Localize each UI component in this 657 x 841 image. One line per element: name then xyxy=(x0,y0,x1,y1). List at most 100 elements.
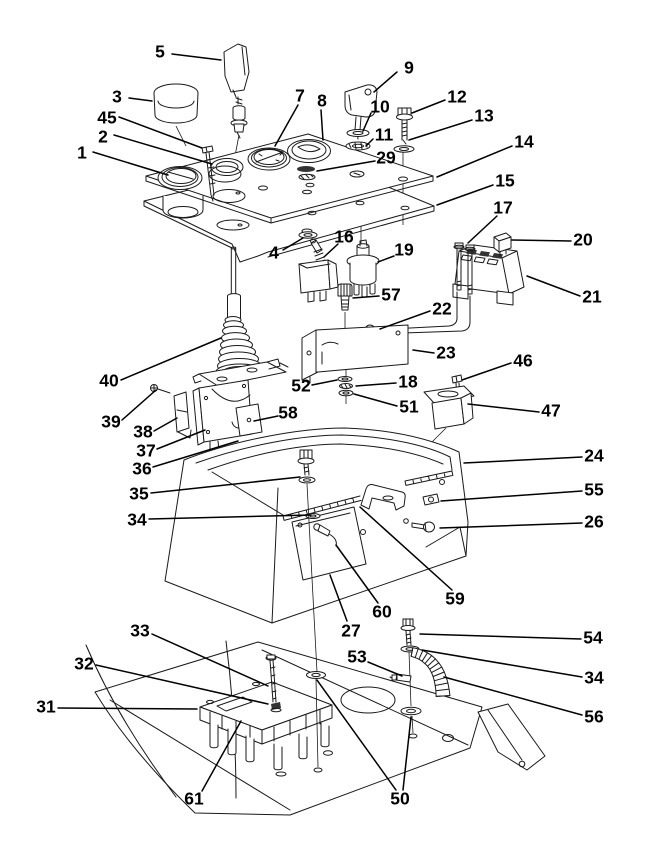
washers-29 xyxy=(297,166,316,195)
leader-line-32 xyxy=(95,664,269,705)
leader-line-7 xyxy=(274,104,299,147)
leader-line-35 xyxy=(150,476,301,494)
callout-label-17: 17 xyxy=(493,198,512,218)
callout-label-14: 14 xyxy=(514,132,534,152)
conduit-ribs-lines xyxy=(410,647,451,697)
leader-line-13 xyxy=(408,119,473,141)
washer-51 xyxy=(338,389,354,397)
bracket-47 xyxy=(423,385,475,430)
module-label-61 xyxy=(216,696,253,712)
toggle-switch-16 xyxy=(298,238,339,303)
bracket-23 xyxy=(301,324,409,384)
leader-line-26 xyxy=(439,522,583,529)
callout-label-40: 40 xyxy=(99,371,119,391)
callout-label-54: 54 xyxy=(583,628,603,648)
callout-label-37: 37 xyxy=(136,441,155,461)
callout-label-15: 15 xyxy=(495,171,515,191)
mounting-screws-17 xyxy=(453,242,476,295)
washer-11 xyxy=(345,141,371,151)
serrated-strip xyxy=(282,495,362,521)
washer-52 xyxy=(337,376,353,382)
callout-label-51: 51 xyxy=(399,397,419,417)
callout-label-33: 33 xyxy=(130,621,150,641)
leader-line-22 xyxy=(379,310,431,330)
module-connector-legs xyxy=(209,721,330,777)
callout-label-2: 2 xyxy=(98,127,108,147)
nut-32 xyxy=(270,702,282,713)
leader-line-56 xyxy=(443,676,583,716)
leader-line-4 xyxy=(282,237,304,251)
leader-line-39 xyxy=(121,389,157,421)
leader-line-54 xyxy=(419,633,582,640)
leader-line-60 xyxy=(335,544,379,604)
callout-label-1: 1 xyxy=(77,143,87,163)
washers-50 xyxy=(306,671,422,716)
bolt-12 xyxy=(396,107,413,145)
callout-label-11: 11 xyxy=(375,125,394,145)
washer-10 xyxy=(346,129,370,137)
leader-line-50-b xyxy=(402,716,412,791)
leader-line-20 xyxy=(511,239,572,242)
callout-label-3: 3 xyxy=(112,87,122,107)
leader-line-12 xyxy=(411,99,446,114)
leader-line-5 xyxy=(171,53,222,61)
callout-label-52: 52 xyxy=(291,376,311,396)
callout-label-13: 13 xyxy=(474,106,494,126)
leader-line-9 xyxy=(373,71,398,93)
callout-label-12: 12 xyxy=(447,87,467,107)
leader-line-36 xyxy=(152,440,239,468)
callout-label-38: 38 xyxy=(133,422,153,442)
relay-20 xyxy=(493,232,512,257)
gauge-can xyxy=(162,195,204,219)
screw-33 xyxy=(265,654,277,703)
callout-label-29: 29 xyxy=(376,148,396,168)
callout-label-16: 16 xyxy=(334,227,354,247)
leader-line-17 xyxy=(467,215,498,244)
washer-4 xyxy=(298,231,318,239)
leader-line-16 xyxy=(323,243,339,258)
callout-label-7: 7 xyxy=(295,86,305,106)
leader-line-27 xyxy=(329,574,348,622)
gauge-bezel-1 xyxy=(157,166,203,190)
callout-label-36: 36 xyxy=(132,459,152,479)
callout-label-46: 46 xyxy=(513,351,533,371)
control-module-31 xyxy=(199,681,333,777)
leader-line-14 xyxy=(436,145,513,178)
washer-34-upper xyxy=(298,476,321,519)
callout-label-32: 32 xyxy=(74,654,94,674)
callout-label-19: 19 xyxy=(394,240,414,260)
leader-line-55 xyxy=(440,490,583,502)
keyhole xyxy=(349,170,365,178)
callout-label-34: 34 xyxy=(127,510,147,530)
leader-line-51 xyxy=(353,393,398,407)
screw-45 xyxy=(201,145,216,202)
callout-label-39: 39 xyxy=(101,412,121,432)
callout-label-21: 21 xyxy=(582,287,602,307)
bezel-8 xyxy=(287,139,331,163)
leader-line-15 xyxy=(436,184,494,206)
gusset-bracket xyxy=(477,703,546,771)
leader-line-40 xyxy=(120,337,222,381)
leader-line-37 xyxy=(156,429,206,450)
panel-plate-14 xyxy=(145,133,434,224)
leader-line-50 xyxy=(316,679,397,791)
callout-label-47: 47 xyxy=(541,401,560,421)
callout-label-24: 24 xyxy=(584,446,604,466)
callout-label-55: 55 xyxy=(584,480,604,500)
conduit-56 xyxy=(410,647,451,697)
carriage-bolt-26 xyxy=(403,518,435,533)
latch-strip-serration xyxy=(282,470,454,521)
plate-58 xyxy=(231,403,263,437)
gauge-7 xyxy=(247,147,291,171)
leader-line-10 xyxy=(362,112,372,132)
leader-line-38 xyxy=(153,417,178,432)
leader-line-29 xyxy=(316,160,376,172)
leader-line-2 xyxy=(113,134,213,165)
knob-cap-3 xyxy=(153,83,199,124)
leader-line-47 xyxy=(467,403,540,413)
callout-label-35: 35 xyxy=(129,484,149,504)
clamp-53 xyxy=(389,673,412,683)
callout-label-59: 59 xyxy=(445,589,465,609)
